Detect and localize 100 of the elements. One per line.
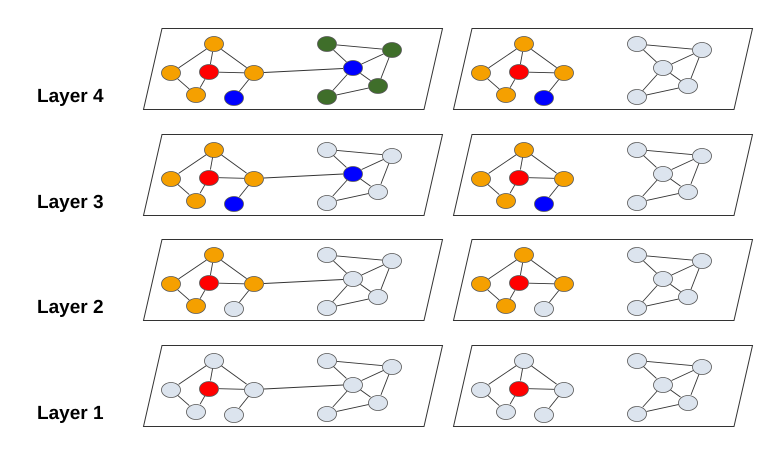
graph-node	[204, 352, 224, 368]
graph-edge	[488, 48, 517, 68]
graph-node	[382, 42, 402, 58]
graph-node	[514, 36, 534, 52]
graph-node	[653, 60, 673, 76]
graph-node	[514, 142, 534, 158]
graph-edge	[361, 159, 384, 170]
graph-edge	[336, 150, 383, 156]
graph-edge	[332, 285, 348, 302]
graph-edge	[218, 282, 244, 284]
graph-node	[204, 247, 224, 263]
graph-node	[199, 275, 219, 291]
graph-edge	[548, 290, 560, 303]
layer-plane	[453, 134, 753, 216]
graph-edge	[178, 365, 207, 385]
graph-node	[471, 65, 491, 81]
graph-node	[653, 376, 673, 392]
graph-edge	[646, 193, 679, 201]
graph-node	[627, 247, 647, 263]
graph-edge	[646, 44, 693, 50]
layer-plane	[453, 28, 753, 110]
graph-edge	[210, 51, 214, 65]
layer-plane	[143, 344, 443, 426]
graph-edge	[528, 388, 554, 390]
graph-edge	[333, 50, 347, 62]
layer-label: Layer 1	[37, 402, 104, 424]
graph-node	[199, 380, 219, 396]
graph-edge	[210, 156, 214, 170]
graph-node	[471, 276, 491, 292]
graph-edge	[643, 155, 657, 168]
graph-node	[496, 404, 516, 420]
graph-node	[224, 406, 244, 422]
graph-node	[343, 376, 363, 392]
graph-edge	[218, 72, 244, 74]
graph-edge	[510, 78, 516, 88]
graph-edge	[530, 154, 558, 174]
graph-edge	[646, 404, 679, 412]
graph-node	[678, 184, 698, 200]
graph-edge	[530, 48, 558, 68]
graph-edge	[264, 279, 344, 284]
graph-node	[554, 65, 574, 81]
graph-edge	[671, 370, 694, 381]
graph-edge	[336, 193, 369, 201]
graph-edge	[487, 184, 500, 196]
graph-node	[496, 192, 516, 208]
graph-edge	[380, 162, 390, 184]
graph-node	[204, 36, 224, 52]
graph-node	[368, 289, 388, 305]
graph-edge	[690, 57, 700, 79]
graph-node	[317, 352, 337, 368]
graph-edge	[646, 255, 693, 261]
graph-node	[224, 196, 244, 212]
graph-node	[627, 142, 647, 158]
graph-node	[692, 148, 712, 164]
graph-edge	[520, 51, 524, 65]
graph-edge	[332, 180, 348, 196]
graph-node	[627, 89, 647, 105]
graph-node	[692, 253, 712, 269]
graph-edge	[380, 268, 390, 290]
graph-node	[509, 275, 529, 291]
graph-edge	[643, 366, 657, 379]
graph-node	[509, 380, 529, 396]
graph-edge	[548, 396, 560, 408]
graph-edge	[336, 404, 369, 412]
graph-edge	[220, 48, 248, 68]
graph-edge	[264, 174, 344, 178]
graph-node	[161, 170, 181, 186]
graph-edge	[210, 368, 214, 382]
graph-node	[627, 36, 647, 52]
graph-edge	[333, 155, 347, 168]
graph-node	[471, 170, 491, 186]
graph-edge	[333, 260, 347, 274]
graph-edge	[642, 74, 658, 91]
graph-node	[554, 276, 574, 292]
graph-edge	[177, 394, 190, 406]
graph-edge	[380, 374, 390, 396]
graph-edge	[670, 284, 682, 292]
graph-edge	[530, 260, 558, 280]
graph-edge	[510, 290, 516, 300]
graph-edge	[670, 389, 682, 398]
graph-node	[204, 142, 224, 158]
graph-node	[692, 358, 712, 374]
graph-edge	[690, 162, 700, 184]
graph-node	[317, 36, 337, 52]
graph-node	[199, 170, 219, 186]
graph-edge	[332, 390, 348, 408]
graph-node	[534, 406, 554, 422]
graph-node	[317, 406, 337, 422]
graph-node	[627, 194, 647, 210]
graph-edge	[671, 54, 694, 64]
graph-edge	[528, 282, 554, 284]
graph-node	[161, 276, 181, 292]
graph-edge	[646, 88, 679, 96]
graph-edge	[530, 365, 558, 385]
graph-edge	[360, 178, 372, 187]
graph-edge	[671, 264, 694, 276]
graph-edge	[361, 54, 384, 64]
graph-edge	[220, 260, 248, 280]
graph-edge	[238, 184, 250, 198]
graph-edge	[646, 360, 693, 366]
